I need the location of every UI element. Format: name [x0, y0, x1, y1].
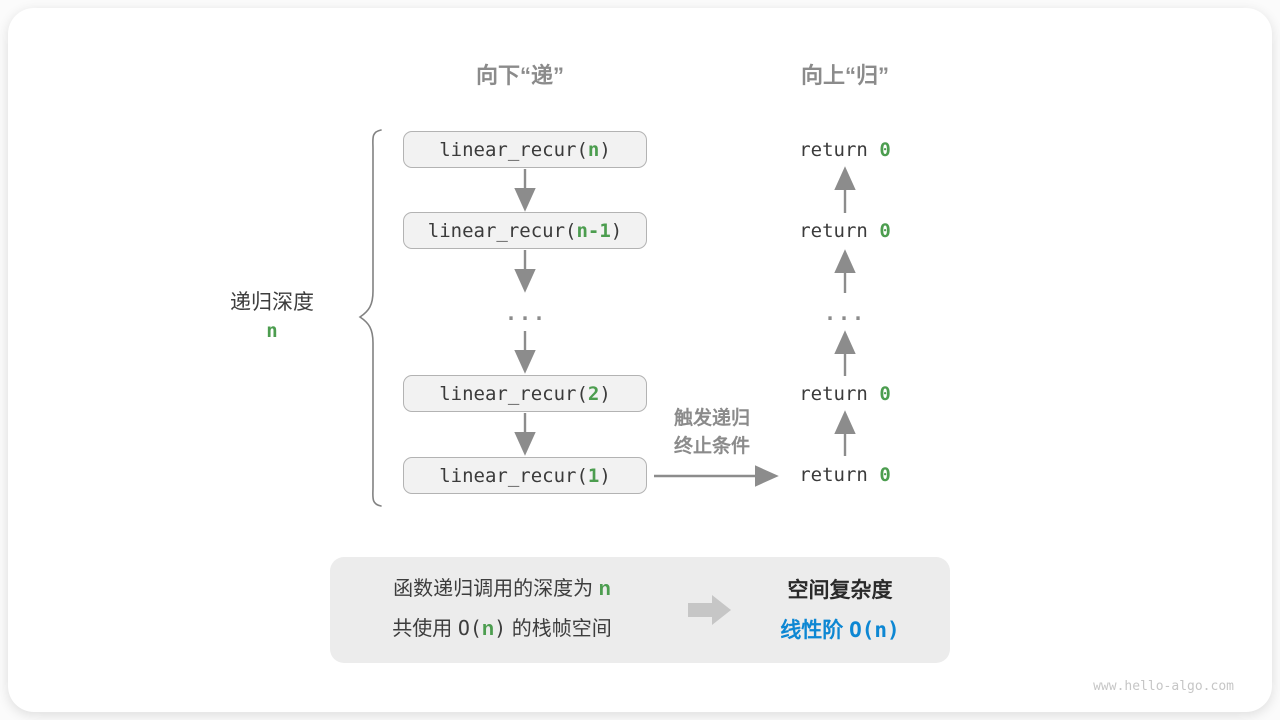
call-param: 1	[587, 464, 600, 487]
descend-column-header: 向下“递”	[475, 63, 565, 88]
return-statement: return 0	[799, 220, 891, 242]
summary-left-text: 函数递归调用的深度为 n 共使用 O(n) 的栈帧空间	[392, 570, 611, 649]
return-value: 0	[879, 464, 891, 486]
call-code-prefix: linear_recur(	[439, 382, 588, 405]
site-watermark: www.hello-algo.com	[1093, 679, 1234, 694]
diagram-card: 向下“递” 向上“归” 递归深度 n linear_recur(n) linea…	[8, 8, 1272, 712]
return-value: 0	[879, 139, 891, 161]
space-complexity-title: 空间复杂度	[787, 579, 893, 602]
call-code-prefix: linear_recur(	[439, 464, 588, 487]
return-value: 0	[879, 220, 891, 242]
base-case-line2: 终止条件	[673, 436, 751, 457]
call-param: n	[587, 138, 600, 161]
return-value: 0	[879, 383, 891, 405]
ascend-column-header: 向上“归”	[800, 63, 890, 88]
call-box-n: linear_recur(n)	[403, 131, 647, 168]
return-statement: return 0	[799, 464, 891, 486]
return-keyword: return	[799, 139, 880, 161]
base-case-line1: 触发递归	[673, 408, 751, 429]
recursion-depth-value: n	[266, 320, 278, 342]
summary-line1: 函数递归调用的深度为 n	[393, 578, 611, 600]
implies-arrow-icon	[688, 603, 712, 617]
curly-brace	[358, 129, 382, 507]
call-code-suffix: )	[599, 464, 611, 487]
call-box-1: linear_recur(1)	[403, 457, 647, 494]
summary-box: 函数递归调用的深度为 n 共使用 O(n) 的栈帧空间 空间复杂度 线性阶 O(…	[330, 557, 950, 663]
call-code-prefix: linear_recur(	[439, 138, 588, 161]
implies-arrow-head-icon	[712, 595, 731, 625]
call-param: n-1	[576, 219, 611, 242]
summary-line2: 共使用 O(n) 的栈帧空间	[392, 616, 612, 640]
space-n-value: n	[481, 618, 495, 640]
call-box-n-1: linear_recur(n-1)	[403, 212, 647, 249]
space-complexity-value: 线性阶 O(n)	[780, 618, 900, 642]
return-keyword: return	[799, 220, 880, 242]
call-code-suffix: )	[599, 138, 611, 161]
call-code-suffix: )	[599, 382, 611, 405]
call-box-2: linear_recur(2)	[403, 375, 647, 412]
call-code-prefix: linear_recur(	[427, 219, 577, 242]
return-keyword: return	[799, 464, 880, 486]
depth-n-value: n	[598, 578, 611, 600]
call-stack-ellipsis: ...	[504, 301, 548, 325]
return-statement: return 0	[799, 139, 891, 161]
call-param: 2	[587, 382, 600, 405]
return-statement: return 0	[799, 383, 891, 405]
recursion-depth-label: 递归深度	[230, 291, 314, 314]
returns-ellipsis: ...	[823, 301, 867, 325]
return-keyword: return	[799, 383, 880, 405]
base-case-annotation: 触发递归 终止条件	[674, 405, 750, 461]
call-code-suffix: )	[610, 219, 623, 242]
